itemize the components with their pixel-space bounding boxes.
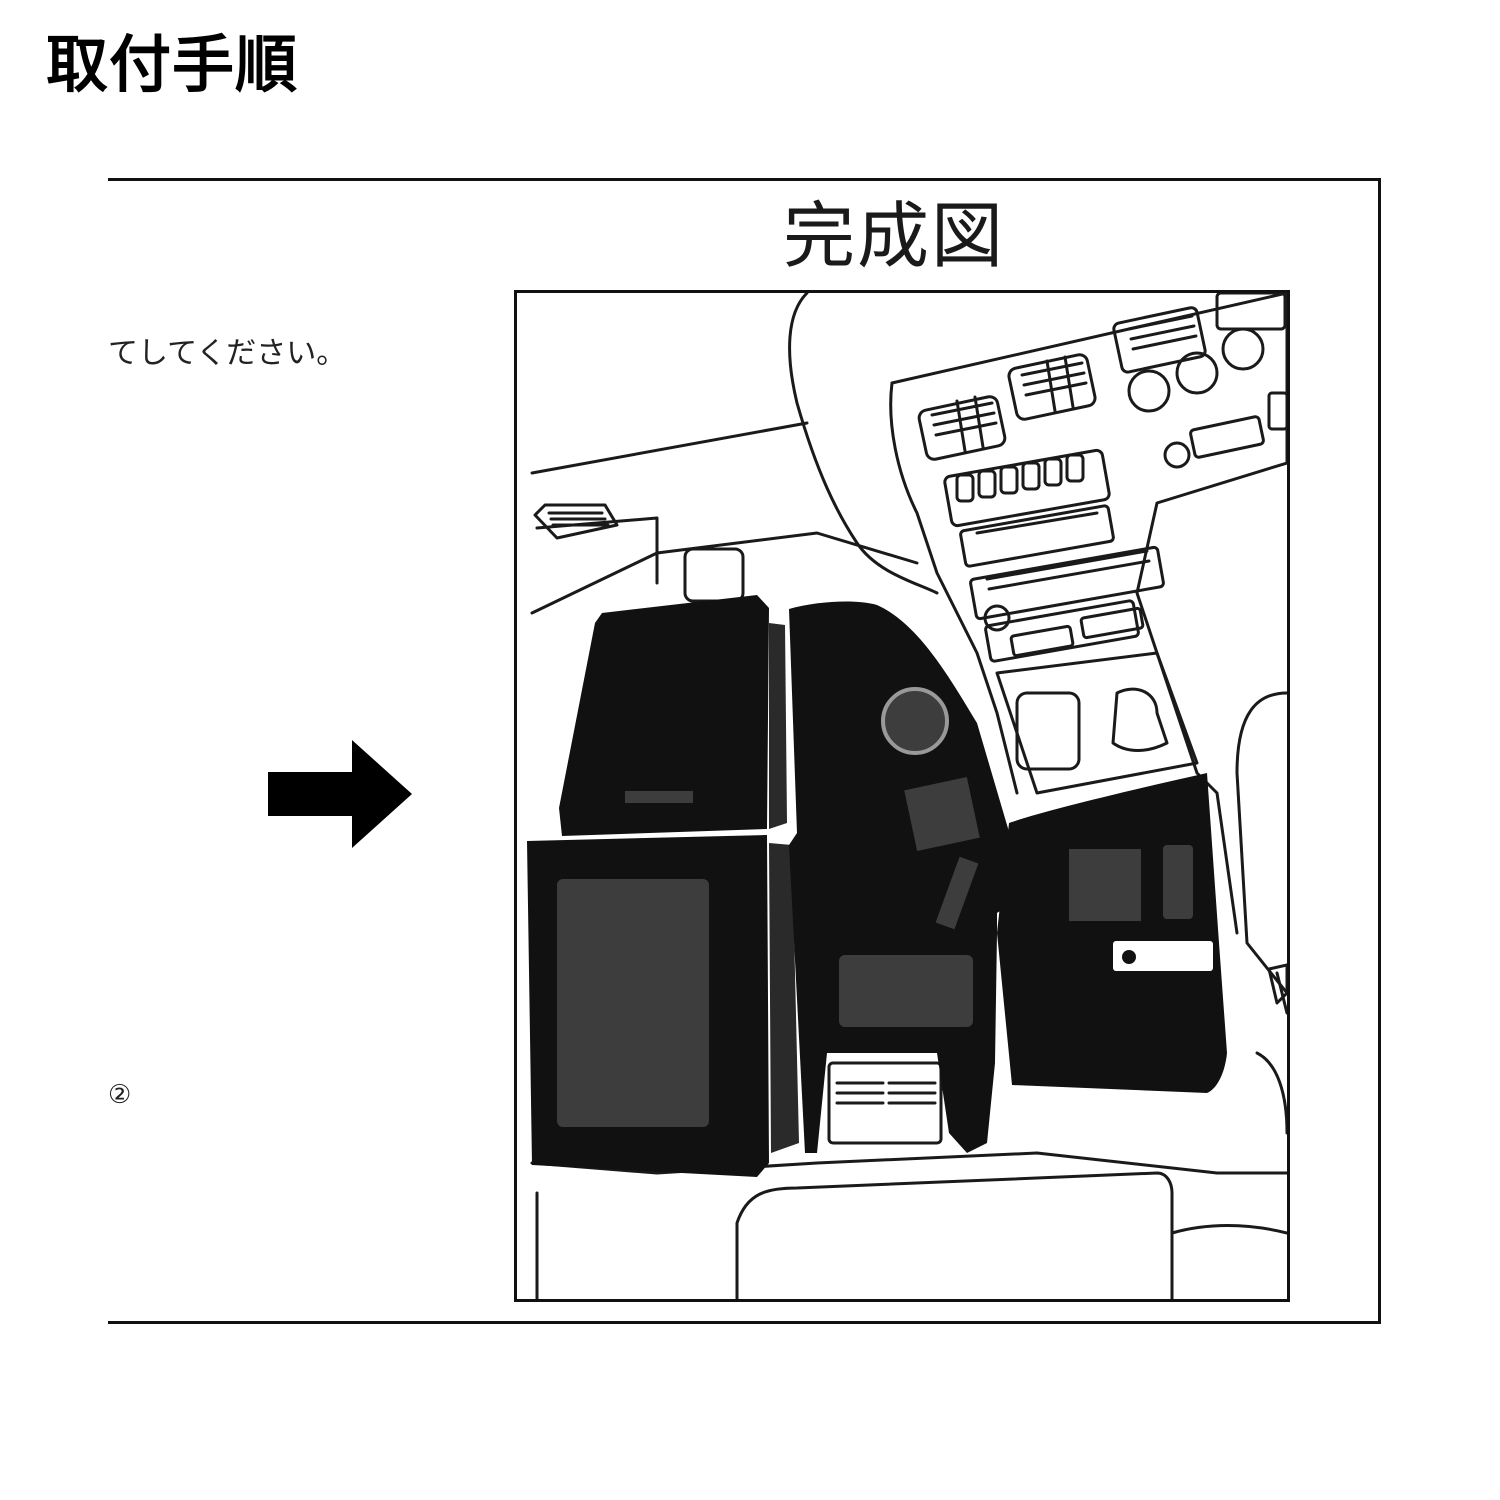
mat-label-strip xyxy=(625,791,693,803)
step-marker: ② xyxy=(108,1080,131,1110)
instruction-text: てしてください。 xyxy=(108,336,346,372)
mat-panel-right-b xyxy=(1163,845,1193,919)
seat-belt-box xyxy=(685,549,743,601)
rear-seat-left xyxy=(537,1173,1172,1299)
mat-panel-left xyxy=(557,879,709,1127)
mat-panel-center-a xyxy=(904,777,979,851)
top-right-vent-icon xyxy=(1217,293,1285,329)
top-vent-icon xyxy=(1113,307,1207,374)
page-title: 取付手順 xyxy=(46,34,298,96)
mat-panel-right-a xyxy=(1069,849,1141,921)
lower-controls xyxy=(985,600,1143,662)
mat-clip-screw-icon xyxy=(1122,950,1136,964)
center-vent-left-icon xyxy=(918,395,1007,461)
mat-panel-center-c xyxy=(839,955,973,1027)
figure-title: 完成図 xyxy=(783,200,1005,272)
gauge-icon xyxy=(1129,371,1169,411)
center-tunnel-mat xyxy=(789,602,1027,1153)
rear-vent-icon xyxy=(829,1063,941,1143)
floor-mats xyxy=(527,595,1227,1177)
right-door xyxy=(1237,693,1287,993)
completed-figure xyxy=(514,290,1290,1302)
shift-knob-icon xyxy=(883,689,947,753)
right-arrow-icon xyxy=(268,740,412,848)
gauge-icon xyxy=(1223,329,1263,369)
center-vent-right-icon xyxy=(1007,353,1096,420)
control-slot xyxy=(1190,416,1264,458)
cup-holder xyxy=(997,653,1197,793)
knob-icon xyxy=(1165,443,1189,467)
truck-cab-floor-illustration xyxy=(517,293,1287,1299)
side-switch xyxy=(1269,393,1287,429)
passenger-mat xyxy=(997,773,1227,1093)
